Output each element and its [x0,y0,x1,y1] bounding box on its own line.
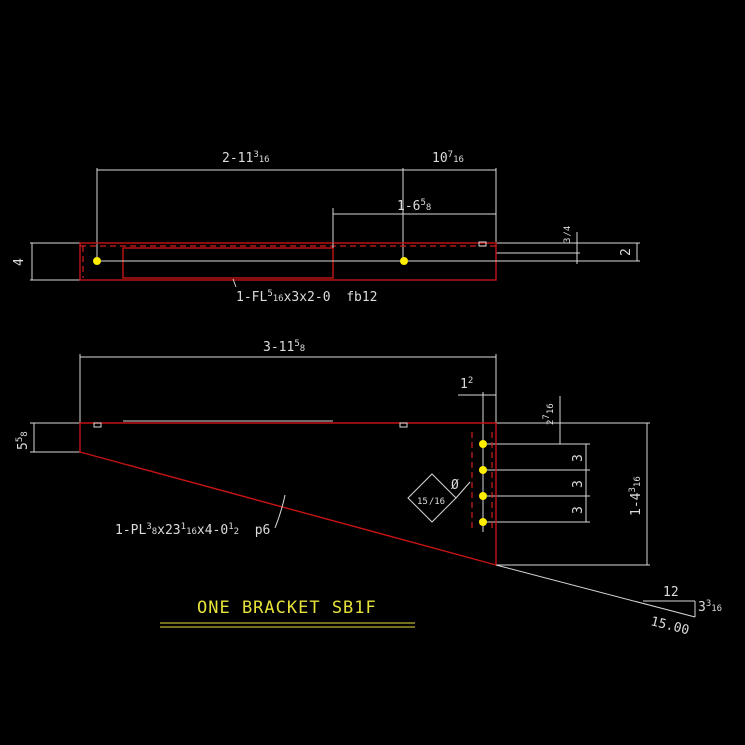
bolt-hole [479,466,487,474]
side-view: 3-1158 12 2716 3 3 3 1-4316 [15,339,722,638]
weld-marker [478,241,487,247]
dim-offset-top: 3/4 [563,226,573,243]
top-view: 2-11316 10716 1-658 4 3/4 2 [12,150,640,305]
bolt-hole [479,440,487,448]
dim-overall-side: 3-1158 [263,339,305,355]
leader-line [455,481,471,499]
leader-line [232,278,237,288]
slope-run: 12 [663,585,679,600]
drawing-title: ONE BRACKET SB1F [197,598,377,618]
weld-marker [93,422,102,428]
hole-diameter-tag [407,473,457,523]
leader-line [274,494,286,529]
hole-diameter: 15/16 [417,497,445,507]
dim-spacing-2: 3 [571,480,586,488]
dim-right-top: 10716 [432,150,464,166]
dim-middle-top: 1-658 [397,198,431,214]
bolt-hole [400,257,408,265]
slope-line [495,564,696,618]
bracket-plate-outline [79,422,497,566]
dim-spacing-1: 3 [571,454,586,462]
title-block: ONE BRACKET SB1F [160,598,415,628]
dim-depth-top: 2 [619,248,634,256]
bolt-hole [479,492,487,500]
slope-rise-decimal: 15.00 [649,614,691,638]
callout-plate: 1-PL38x23116x4-012 p6 [115,522,270,538]
slope-rise-fraction: 3316 [698,599,722,615]
dim-overall-top: 2-11316 [222,150,270,166]
plate-edge-outline [122,247,334,279]
weld-marker [399,422,408,428]
bolt-hole [93,257,101,265]
dim-height-side: 1-4316 [628,476,644,516]
dim-top-side: 2716 [542,403,556,425]
dim-height-top: 4 [12,258,27,266]
dim-edge-side: 12 [460,376,473,392]
diameter-symbol: Ø [451,478,459,493]
callout-flat-bar: 1-FL516x3x2-0 fb12 [236,289,378,305]
dim-left-side: 558 [15,431,31,450]
bolt-hole [479,518,487,526]
dim-spacing-3: 3 [571,506,586,514]
